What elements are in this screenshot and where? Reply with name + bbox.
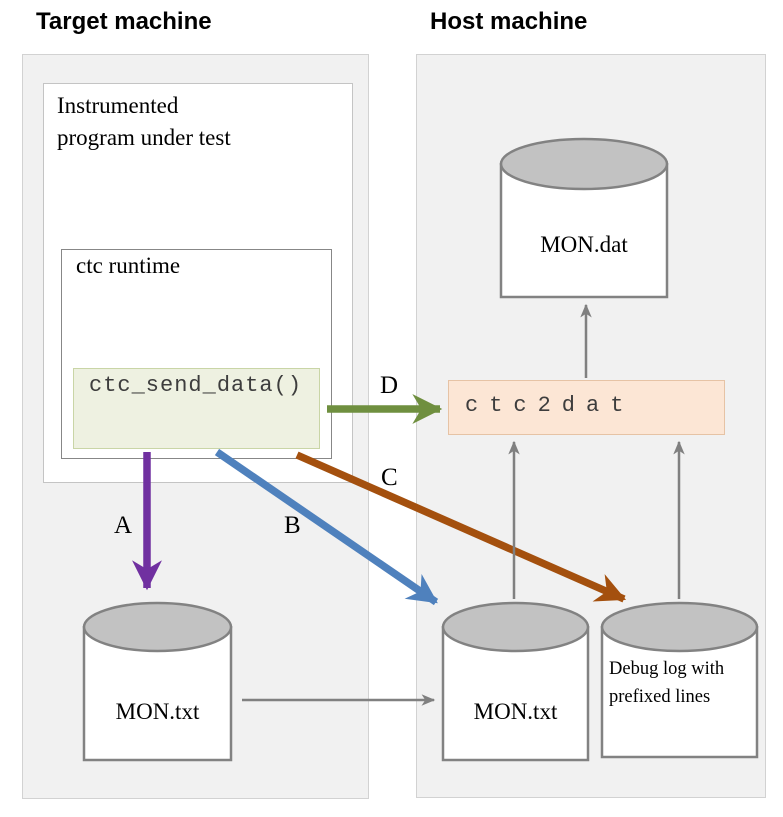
mon-txt-host-label: MON.txt [473, 699, 558, 724]
ctc-send-data-label: ctc_send_data() [89, 373, 303, 398]
debug-log-label: Debug log with prefixed lines [609, 659, 725, 707]
mon-dat-cylinder [499, 137, 669, 299]
arrow-b-letter: B [284, 512, 301, 539]
ctc-send-data-box [73, 368, 320, 449]
host-machine-title: Host machine [430, 8, 588, 35]
debug-log-cylinder [600, 601, 759, 759]
ctc-runtime-label: ctc runtime [76, 253, 181, 278]
arrow-d-letter: D [380, 372, 399, 399]
instrumented-program-label: Instrumented program under test [57, 93, 231, 150]
ctc2dat-box [448, 380, 725, 435]
arrow-a-letter: A [114, 512, 133, 539]
ctc2dat-label: ctc2dat [465, 393, 635, 418]
mon-dat-label: MON.dat [540, 232, 628, 257]
mon-txt-host-cylinder [441, 601, 590, 762]
arrow-c-letter: C [381, 464, 398, 491]
target-machine-title: Target machine [36, 8, 212, 35]
mon-txt-target-label: MON.txt [115, 699, 200, 724]
mon-txt-target-cylinder [82, 601, 233, 762]
